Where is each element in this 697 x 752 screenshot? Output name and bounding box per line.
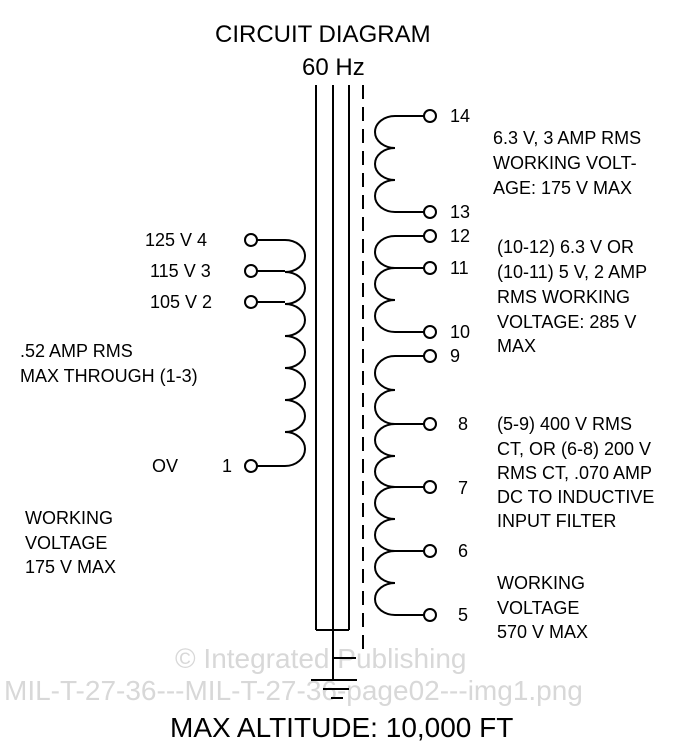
primary-tap-0v: OV <box>152 456 179 476</box>
terminal-label-6: 6 <box>458 541 469 561</box>
primary-tap-3: 115 V 3 <box>150 261 211 281</box>
note-9-5-line5: INPUT FILTER <box>497 511 617 531</box>
primary-working-1: WORKING <box>25 508 113 528</box>
ground-symbol <box>311 679 357 699</box>
secondary-working-3: 570 V MAX <box>497 622 589 642</box>
note-14-13-line1: 6.3 V, 3 AMP RMS <box>493 128 642 148</box>
terminal-label-8: 8 <box>458 414 469 434</box>
note-12-10-line1: (10-12) 6.3 V OR <box>497 237 635 257</box>
terminal-label-9: 9 <box>450 346 461 366</box>
note-9-5-line4: DC TO INDUCTIVE <box>497 487 655 507</box>
frequency-label: 60 Hz <box>302 54 365 81</box>
primary-note-1: .52 AMP RMS <box>20 341 133 361</box>
diagram-title: CIRCUIT DIAGRAM <box>215 21 431 48</box>
secondary-working-1: WORKING <box>497 573 585 593</box>
secondary-working-2: VOLTAGE <box>497 598 580 618</box>
terminal-1 <box>244 459 258 473</box>
primary-winding <box>244 233 306 473</box>
note-14-13-line2: WORKING VOLT- <box>493 153 637 173</box>
note-9-5-line2: CT, OR (6-8) 200 V <box>497 439 652 459</box>
terminal-label-14: 14 <box>450 106 471 126</box>
terminal-label-13: 13 <box>450 202 471 222</box>
terminal-label-10: 10 <box>450 322 471 342</box>
note-9-5-line1: (5-9) 400 V RMS <box>497 414 633 434</box>
primary-tap-2: 105 V 2 <box>150 292 213 312</box>
note-12-10-line4: VOLTAGE: 285 V <box>497 312 637 332</box>
note-14-13-line3: AGE: 175 V MAX <box>493 178 633 198</box>
note-12-10-line2: (10-11) 5 V, 2 AMP <box>497 262 648 282</box>
primary-tap-4: 125 V 4 <box>145 230 208 250</box>
terminal-label-7: 7 <box>458 478 469 498</box>
max-altitude-footer: MAX ALTITUDE: 10,000 FT <box>170 712 514 743</box>
primary-note-2: MAX THROUGH (1-3) <box>20 366 198 386</box>
primary-working-2: VOLTAGE <box>25 533 108 553</box>
watermark-line2: MIL-T-27-36---MIL-T-27-36-page02---img1.… <box>4 675 583 706</box>
terminal-2 <box>244 295 258 309</box>
transformer-core <box>315 85 364 680</box>
note-9-5-line3: RMS CT, .070 AMP <box>497 463 653 483</box>
secondary-winding-14-13 <box>374 109 437 219</box>
terminal-label-12: 12 <box>450 226 471 246</box>
terminal-label-5: 5 <box>458 605 469 625</box>
note-12-10-line5: MAX <box>497 336 537 356</box>
secondary-winding-9-5 <box>374 349 437 622</box>
watermark-line1: © Integrated Publishing <box>175 643 467 674</box>
secondary-winding-12-10 <box>374 229 437 339</box>
terminal-3 <box>244 264 258 278</box>
primary-terminal-1: 1 <box>222 456 233 476</box>
note-12-10-line3: RMS WORKING <box>497 287 630 307</box>
terminal-4 <box>244 233 258 247</box>
primary-working-3: 175 V MAX <box>25 557 117 577</box>
terminal-label-11: 11 <box>450 258 469 278</box>
